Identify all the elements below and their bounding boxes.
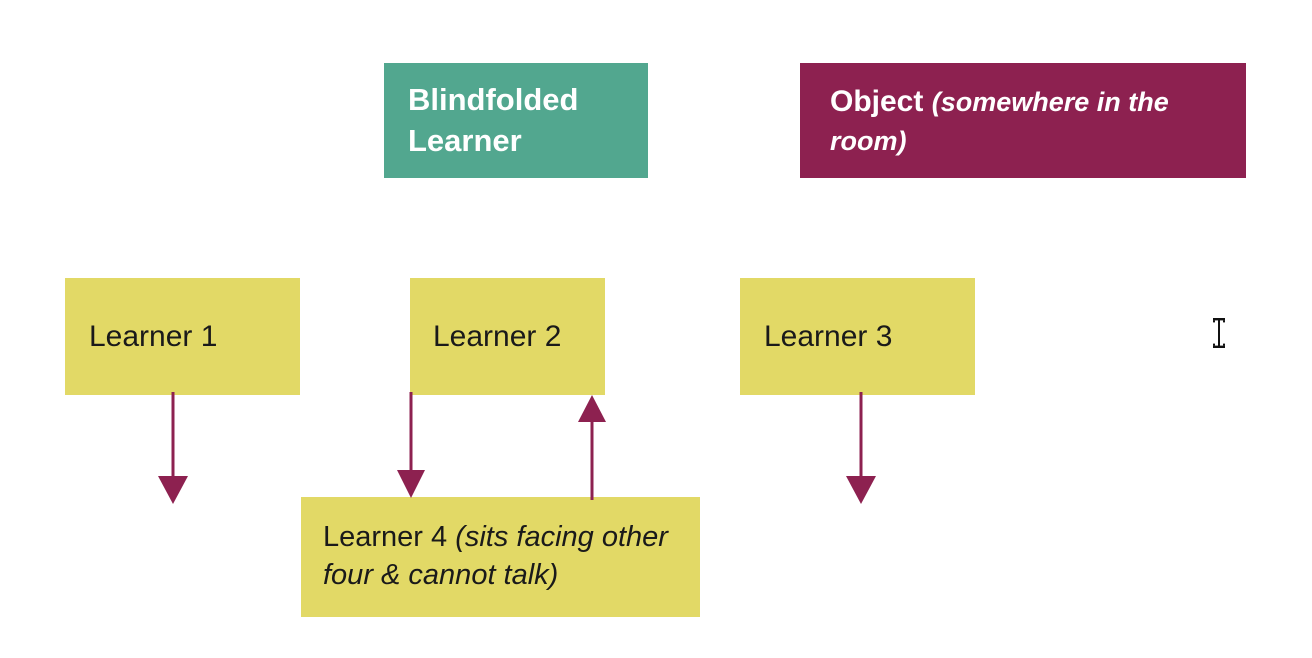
arrow-learner3-down <box>846 392 876 504</box>
arrow-learner4-to-learner2 <box>578 395 606 500</box>
learner4-text-block: Learner 4 (sits facing other four & cann… <box>323 519 688 594</box>
learner3-box[interactable]: Learner 3 <box>740 278 975 395</box>
object-text-block: Object (somewhere in the room) <box>830 82 1232 160</box>
object-label: Object <box>830 84 932 118</box>
learner3-label: Learner 3 <box>764 320 893 353</box>
arrow-learner2-down <box>397 392 425 498</box>
object-note: (somewhere in the room) <box>830 86 1169 156</box>
learner2-label: Learner 2 <box>433 320 562 353</box>
learner1-box[interactable]: Learner 1 <box>65 278 300 395</box>
text-cursor-icon <box>1213 318 1225 348</box>
learner2-box[interactable]: Learner 2 <box>410 278 605 395</box>
learner4-box[interactable]: Learner 4 (sits facing other four & cann… <box>301 497 700 617</box>
object-box[interactable]: Object (somewhere in the room) <box>800 63 1246 178</box>
blindfolded-learner-label: Blindfolded Learner <box>408 82 579 158</box>
arrow-learner1-down <box>158 392 188 504</box>
learner4-label: Learner 4 <box>323 521 456 554</box>
learner4-note: (sits facing other four & cannot talk) <box>323 521 668 591</box>
blindfolded-learner-box[interactable]: Blindfolded Learner <box>384 63 648 178</box>
learner1-label: Learner 1 <box>89 320 218 353</box>
